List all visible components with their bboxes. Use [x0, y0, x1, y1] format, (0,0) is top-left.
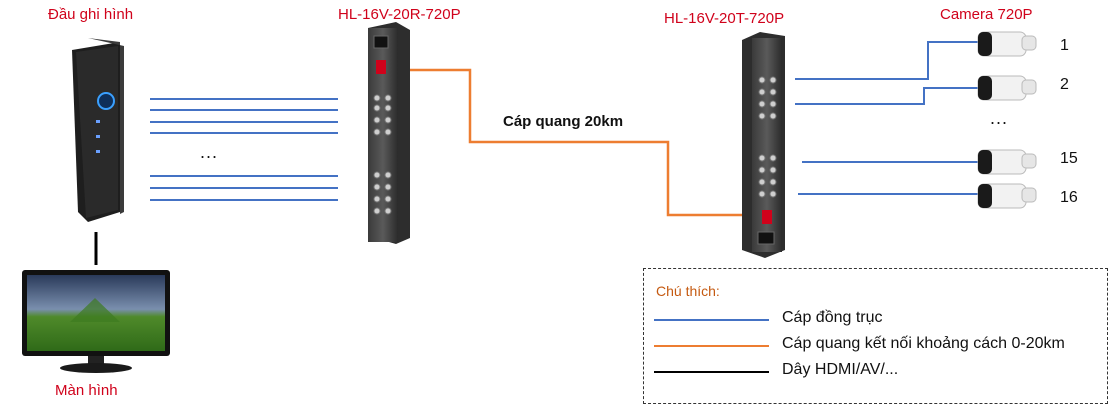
receiver-device: [368, 22, 410, 244]
recorder-coax-lines: [150, 98, 338, 201]
camera-label: Camera 720P: [940, 6, 1033, 23]
left-ellipsis: ...: [200, 142, 219, 162]
camera-16: [977, 183, 1037, 209]
monitor-label: Màn hình: [55, 382, 118, 399]
legend: Chú thích: Cáp đồng trục Cáp quang kết n…: [643, 268, 1108, 404]
recorder-label: Đầu ghi hình: [48, 6, 134, 23]
recorder-device: [72, 38, 124, 222]
camera-15: [977, 149, 1037, 175]
legend-swatch-coax: [654, 319, 769, 321]
camera-number-2: 2: [1060, 76, 1069, 93]
legend-label-hdmi: Dây HDMI/AV/...: [782, 361, 899, 378]
fiber-cable: [410, 68, 742, 217]
transmitter-device: [742, 32, 785, 258]
camera-2: [977, 75, 1037, 101]
camera-number-15: 15: [1060, 150, 1078, 167]
camera-1: [977, 31, 1037, 57]
camera-coax-lines: [795, 41, 978, 195]
legend-label-coax: Cáp đồng trục: [782, 309, 883, 326]
legend-title: Chú thích:: [656, 283, 720, 299]
legend-swatch-hdmi: [654, 371, 769, 373]
right-ellipsis: ...: [990, 108, 1009, 128]
transmitter-label: HL-16V-20T-720P: [664, 10, 785, 27]
camera-number-16: 16: [1060, 189, 1078, 206]
receiver-label: HL-16V-20R-720P: [338, 6, 461, 23]
monitor-device: [22, 270, 170, 373]
fiber-label: Cáp quang 20km: [503, 113, 624, 130]
camera-number-1: 1: [1060, 37, 1069, 54]
legend-swatch-fiber: [654, 345, 769, 347]
legend-label-fiber: Cáp quang kết nối khoảng cách 0-20km: [782, 335, 1065, 352]
